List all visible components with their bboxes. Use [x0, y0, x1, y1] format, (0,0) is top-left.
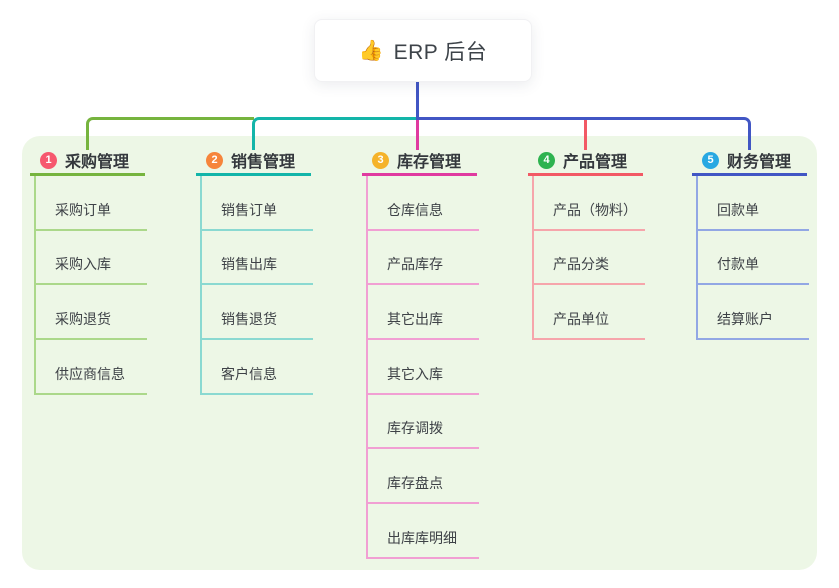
branch-column-inventory: 3 库存管理 仓库信息 产品库存 其它出库 其它入库 库存调拨 库存盘点 出库库…: [362, 147, 479, 559]
tree-node[interactable]: 采购退货: [36, 285, 147, 341]
tree-node[interactable]: 库存调拨: [368, 395, 479, 450]
branch-children-product: 产品（物料） 产品分类 产品单位: [532, 176, 645, 341]
thumbs-up-icon: 👍: [358, 39, 384, 62]
connector-root-stem: [416, 82, 419, 118]
branch-column-product: 4 产品管理 产品（物料） 产品分类 产品单位: [528, 147, 645, 341]
branch-header-purchase[interactable]: 1 采购管理: [30, 147, 145, 176]
branch-column-purchase: 1 采购管理 采购订单 采购入库 采购退货 供应商信息: [30, 147, 147, 395]
tree-node[interactable]: 回款单: [698, 176, 809, 231]
tree-node[interactable]: 结算账户: [698, 285, 809, 341]
tree-node[interactable]: 采购订单: [36, 176, 147, 231]
branch-header-finance[interactable]: 5 财务管理: [692, 147, 807, 176]
root-title: ERP 后台: [393, 40, 488, 64]
tree-node[interactable]: 产品分类: [534, 231, 645, 286]
tree-node[interactable]: 付款单: [698, 231, 809, 286]
tree-node[interactable]: 仓库信息: [368, 176, 479, 231]
tree-background-panel: [22, 136, 817, 570]
tree-node[interactable]: 产品（物料）: [534, 176, 645, 231]
connector-elbow-sales: [252, 117, 418, 150]
branch-children-sales: 销售订单 销售出库 销售退货 客户信息: [200, 176, 313, 395]
branch-label: 销售管理: [231, 154, 296, 171]
tree-node[interactable]: 产品单位: [534, 285, 645, 341]
tree-node[interactable]: 产品库存: [368, 231, 479, 286]
connector-elbow-purchase: [86, 117, 254, 150]
branch-column-sales: 2 销售管理 销售订单 销售出库 销售退货 客户信息: [196, 147, 313, 395]
branch-label: 财务管理: [727, 154, 792, 171]
tree-node[interactable]: 出库库明细: [368, 504, 479, 559]
connector-drop-product: [584, 120, 587, 150]
branch-number-badge: 1: [40, 151, 57, 169]
branch-header-inventory[interactable]: 3 库存管理: [362, 147, 477, 176]
tree-node[interactable]: 采购入库: [36, 231, 147, 286]
tree-node[interactable]: 销售订单: [202, 176, 313, 231]
branch-children-purchase: 采购订单 采购入库 采购退货 供应商信息: [34, 176, 147, 395]
branch-column-finance: 5 财务管理 回款单 付款单 结算账户: [692, 147, 809, 341]
branch-number-badge: 2: [206, 151, 223, 169]
connector-drop-inventory: [416, 120, 419, 150]
tree-node[interactable]: 客户信息: [202, 340, 313, 395]
branch-header-product[interactable]: 4 产品管理: [528, 147, 643, 176]
branch-number-badge: 5: [702, 151, 719, 169]
branch-label: 库存管理: [397, 154, 462, 171]
tree-node[interactable]: 其它出库: [368, 285, 479, 341]
tree-node[interactable]: 库存盘点: [368, 449, 479, 505]
branch-number-badge: 4: [538, 151, 555, 169]
branch-number-badge: 3: [372, 151, 389, 169]
branch-label: 采购管理: [65, 154, 130, 171]
tree-node[interactable]: 销售退货: [202, 285, 313, 341]
tree-node[interactable]: 其它入库: [368, 340, 479, 395]
branch-children-finance: 回款单 付款单 结算账户: [696, 176, 809, 341]
connector-elbow-finance: [416, 117, 751, 150]
branch-label: 产品管理: [563, 154, 628, 171]
branch-children-inventory: 仓库信息 产品库存 其它出库 其它入库 库存调拨 库存盘点 出库库明细: [366, 176, 479, 559]
root-node[interactable]: 👍 ERP 后台: [314, 19, 532, 82]
branch-header-sales[interactable]: 2 销售管理: [196, 147, 311, 176]
tree-node[interactable]: 销售出库: [202, 231, 313, 286]
tree-node[interactable]: 供应商信息: [36, 340, 147, 395]
